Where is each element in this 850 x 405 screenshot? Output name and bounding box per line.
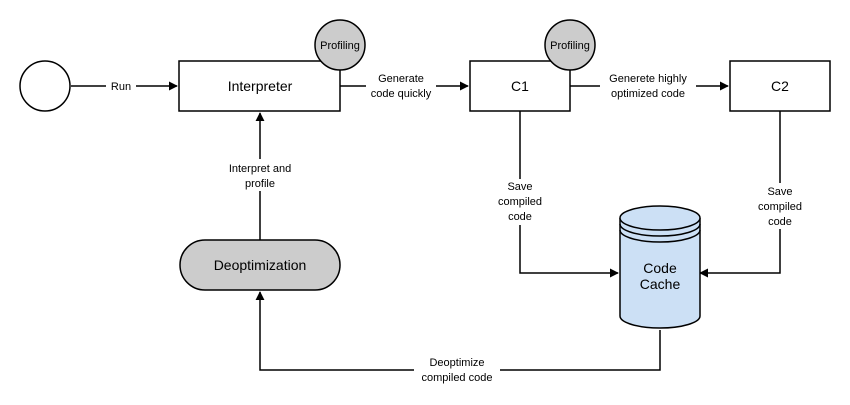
c1-label: C1 bbox=[511, 78, 529, 94]
profiling-badge-c1: Profiling bbox=[544, 19, 596, 71]
svg-text:compiled: compiled bbox=[498, 196, 542, 208]
svg-text:Run: Run bbox=[111, 81, 131, 93]
svg-text:profile: profile bbox=[245, 178, 275, 190]
svg-text:optimized code: optimized code bbox=[611, 88, 685, 100]
start-node bbox=[19, 60, 71, 112]
svg-text:code quickly: code quickly bbox=[371, 88, 432, 100]
code-cache-label-line2: Cache bbox=[640, 276, 681, 292]
interpreter-label: Interpreter bbox=[228, 78, 293, 94]
edge-label-generate-optimized: Generete highly optimized code bbox=[600, 70, 696, 102]
edge-label-run: Run bbox=[106, 78, 136, 94]
svg-text:compiled code: compiled code bbox=[422, 372, 493, 384]
svg-text:Save: Save bbox=[767, 186, 792, 198]
profiling-badge-interpreter: Profiling bbox=[314, 19, 366, 71]
svg-text:Generate: Generate bbox=[378, 73, 424, 85]
edge-label-save-c2: Save compiled code bbox=[754, 183, 806, 229]
profiling-label: Profiling bbox=[320, 40, 360, 52]
interpreter-box: Interpreter bbox=[178, 60, 341, 112]
svg-text:Save: Save bbox=[507, 181, 532, 193]
svg-text:code: code bbox=[508, 211, 532, 223]
edge-label-save-c1: Save compiled code bbox=[494, 179, 546, 225]
edge-save-c2 bbox=[699, 111, 781, 278]
profiling-label: Profiling bbox=[550, 40, 590, 52]
c2-box: C2 bbox=[729, 60, 831, 112]
edge-save-c1 bbox=[519, 111, 619, 278]
deoptimization-label: Deoptimization bbox=[214, 257, 307, 273]
svg-text:Interpret and: Interpret and bbox=[229, 163, 291, 175]
svg-text:Deoptimize: Deoptimize bbox=[429, 357, 484, 369]
code-cache-label-line1: Code bbox=[643, 260, 677, 276]
svg-text:Generete highly: Generete highly bbox=[609, 73, 687, 85]
code-cache-node: Code Cache bbox=[619, 205, 701, 329]
deoptimization-node: Deoptimization bbox=[179, 239, 341, 291]
edge-label-deoptimize: Deoptimize compiled code bbox=[414, 354, 500, 386]
svg-text:code: code bbox=[768, 216, 792, 228]
svg-text:compiled: compiled bbox=[758, 201, 802, 213]
c1-box: C1 bbox=[469, 60, 571, 112]
c2-label: C2 bbox=[771, 78, 789, 94]
edge-label-interpret-profile: Interpret and profile bbox=[222, 159, 298, 191]
edge-label-generate-quickly: Generate code quickly bbox=[366, 70, 436, 102]
